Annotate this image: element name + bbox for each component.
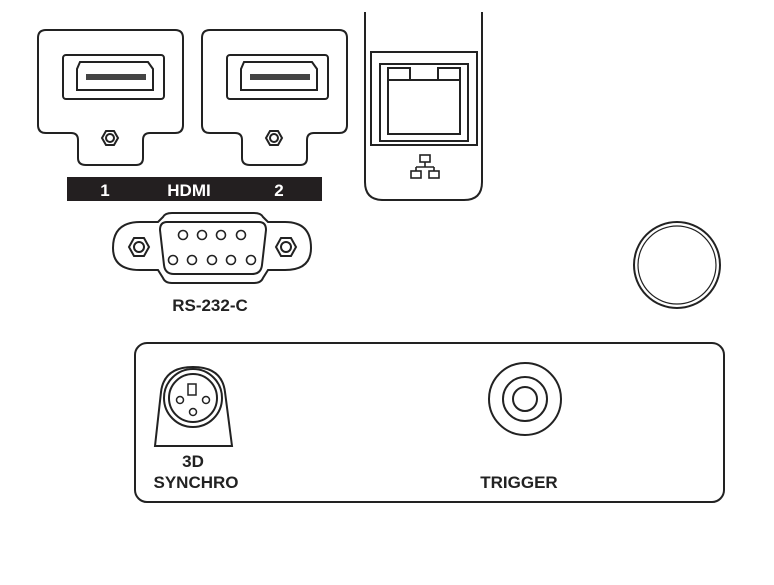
lan-port	[364, 12, 483, 201]
3d-synchro-label-line2: SYNCHRO	[153, 473, 238, 492]
hdmi-label-bar: 1 HDMI 2	[67, 177, 322, 201]
hdmi-2-label: 2	[274, 181, 283, 200]
3d-synchro-label-line1: 3D	[182, 452, 204, 471]
bottom-panel: 3D SYNCHRO TRIGGER	[134, 342, 725, 503]
nut-icon	[100, 130, 120, 146]
trigger-jack-icon	[488, 362, 562, 436]
hdmi-port-icon	[240, 61, 318, 91]
hdmi-port-icon	[76, 61, 154, 91]
nut-icon	[264, 130, 284, 146]
round-sensor-icon	[633, 221, 721, 309]
hdmi-2-port	[201, 29, 348, 166]
lan-network-icon	[410, 154, 440, 179]
hdmi-label: HDMI	[167, 181, 210, 200]
trigger-label: TRIGGER	[480, 473, 557, 492]
hdmi-1-port	[37, 29, 184, 166]
3d-synchro-port-icon	[153, 365, 234, 447]
hdmi-1-label: 1	[100, 181, 109, 200]
rs232c-port: RS-232-C	[111, 212, 313, 315]
rs232c-label: RS-232-C	[172, 296, 248, 315]
rs232c-port-icon	[158, 221, 268, 275]
